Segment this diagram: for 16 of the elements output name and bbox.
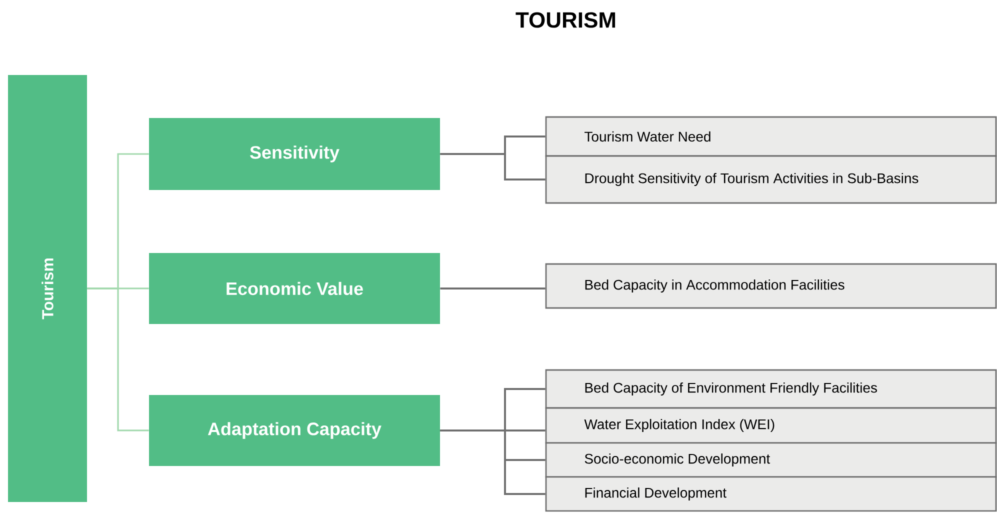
- connector-line: [440, 287, 546, 290]
- indicator-box: Financial Development: [545, 476, 997, 512]
- indicator-box: Bed Capacity of Environment Friendly Facilities: [545, 369, 997, 409]
- category-box: Adaptation Capacity: [149, 394, 440, 466]
- title: TOURISM: [516, 12, 616, 28]
- indicator-box: Drought Sensitivity of Tourism Activities in Sub-Basins: [545, 155, 997, 204]
- category-box: Economic Value: [149, 253, 440, 324]
- indicator-box: Tourism Water Need: [545, 116, 997, 157]
- indicator-box: Socio-economic Development: [545, 442, 997, 478]
- connector-line: [440, 153, 546, 180]
- category-box: Tourism: [8, 75, 87, 502]
- category-box: Sensitivity: [149, 118, 440, 190]
- connector-line: [87, 288, 149, 432]
- indicator-box: Bed Capacity in Accommodation Facilities: [545, 263, 997, 309]
- indicator-box: Water Exploitation Index (WEI): [545, 407, 997, 444]
- connector-line: [440, 429, 546, 495]
